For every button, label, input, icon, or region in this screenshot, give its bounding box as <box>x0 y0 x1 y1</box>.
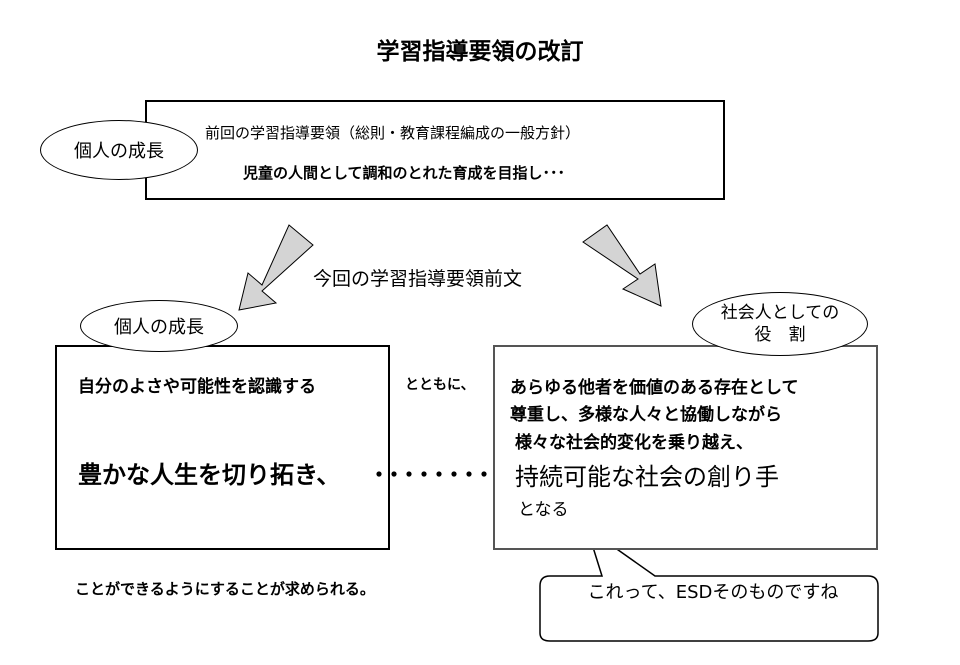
callout-bubble <box>539 526 879 642</box>
left-box-line-1: 自分のよさや可能性を認識する <box>78 377 316 397</box>
oval-personal-growth-top: 個人の成長 <box>40 120 198 180</box>
oval-label: 個人の成長 <box>74 141 164 162</box>
right-box-line-4: 持続可能な社会の創り手 <box>515 463 779 491</box>
conclusion-text: ことができるようにすることが求められる。 <box>75 580 375 598</box>
arrow-down-right <box>582 224 662 307</box>
oval-label: 個人の成長 <box>114 317 204 338</box>
connector-text: とともに、 <box>405 377 475 393</box>
current-preamble-label: 今回の学習指導要領前文 <box>313 268 523 290</box>
page-title: 学習指導要領の改訂 <box>376 39 584 65</box>
left-box-line-2: 豊かな人生を切り拓き、 <box>78 461 341 489</box>
arrow-down-left <box>238 224 314 311</box>
social-role-box <box>493 345 878 550</box>
oval-personal-growth: 個人の成長 <box>80 300 238 352</box>
right-box-line-1: あらゆる他者を価値のある存在として <box>510 378 799 398</box>
callout-text: これって、ESDそのものですね <box>587 582 839 603</box>
personal-growth-box <box>55 345 390 550</box>
previous-guideline-aim: 児童の人間として調和のとれた育成を目指し･･･ <box>243 164 566 182</box>
right-box-line-3: 様々な社会的変化を乗り越え、 <box>515 433 753 453</box>
oval-label-line-1: 社会人としての <box>720 303 840 323</box>
right-box-line-5: となる <box>518 500 569 520</box>
previous-guideline-heading: 前回の学習指導要領（総則・教育課程編成の一般方針） <box>205 124 581 142</box>
oval-label-line-2: 役 割 <box>754 325 806 345</box>
previous-guideline-box <box>145 100 725 200</box>
right-box-line-2: 尊重し、多様な人々と協働しながら <box>510 405 782 425</box>
dotted-connector <box>376 471 487 477</box>
oval-social-role: 社会人としての 役 割 <box>692 292 868 356</box>
